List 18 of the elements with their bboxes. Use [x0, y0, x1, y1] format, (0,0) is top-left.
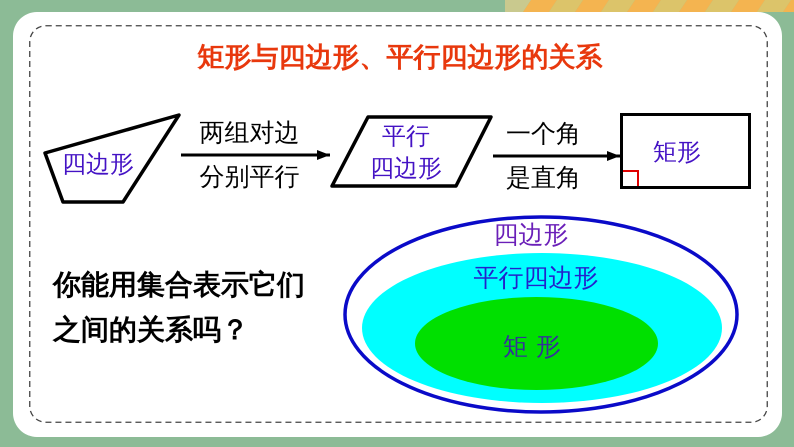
edge-label: 一个角是直角: [505, 118, 582, 194]
question-text: 你能用集合表示它们之间的关系吗？: [53, 267, 306, 348]
set-label: 矩 形: [503, 332, 561, 362]
arrow: [181, 150, 330, 160]
title: 矩形与四边形、平行四边形的关系: [198, 41, 602, 75]
arrow: [493, 151, 620, 161]
shape-label: 平行四边形: [368, 121, 443, 184]
quadrilateral-shape: [43, 113, 181, 204]
parallelogram-shape: [330, 115, 493, 188]
outer-set-ellipse: [343, 215, 739, 414]
middle-set-ellipse: [362, 253, 722, 403]
shape-label: 四边形: [62, 150, 134, 178]
set-label: 平行四边形: [474, 263, 598, 293]
rectangle-box: [620, 113, 751, 189]
set-label: 四边形: [494, 220, 568, 250]
inner-set-ellipse: [415, 297, 658, 390]
shape-label: 矩形: [653, 138, 701, 166]
edge-label: 两组对边分别平行: [198, 117, 300, 193]
